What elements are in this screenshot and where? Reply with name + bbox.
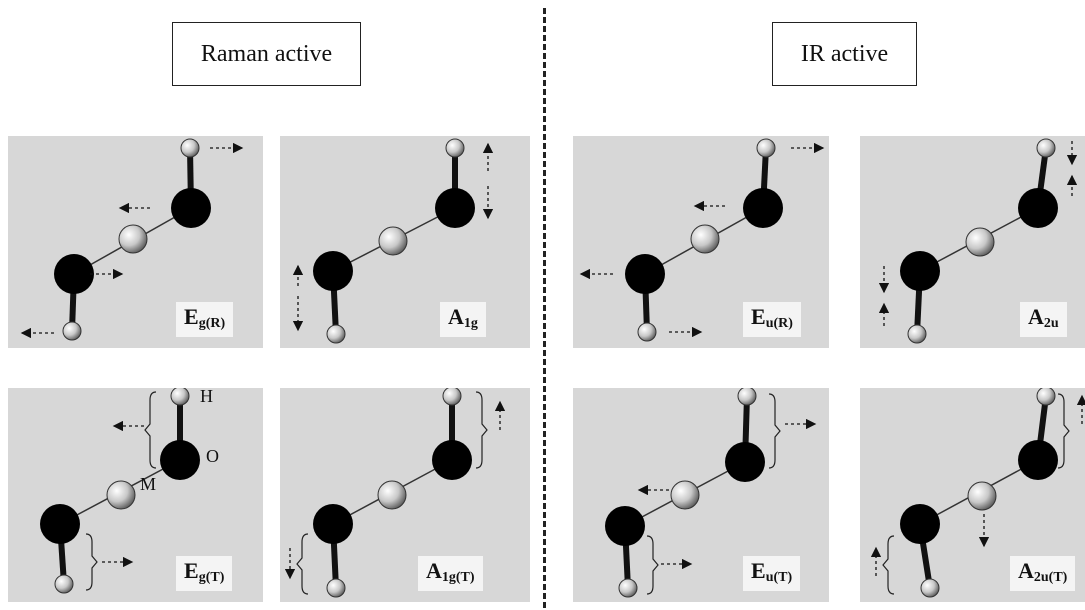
metal-atom [965, 227, 995, 257]
hydrogen-atom [442, 388, 462, 406]
group-bracket [144, 391, 157, 469]
mode-label-sub: 2u(T) [1033, 570, 1068, 585]
mode-label-sub: 1g [463, 316, 478, 331]
mode-panel-eu-t: Eu(T) [573, 388, 829, 602]
hydrogen-atom [445, 138, 465, 158]
molecule-diagram-eu-t [605, 388, 817, 598]
mode-label-eu-t: Eu(T) [743, 556, 801, 591]
molecule-diagram-a2u [878, 138, 1078, 344]
section-divider [543, 8, 546, 608]
hydrogen-atom [907, 324, 927, 344]
oxygen-atom [160, 440, 200, 480]
mode-label-a1g: A1g [440, 302, 486, 337]
mode-panel-eu-r: Eu(R) [573, 136, 829, 348]
oxygen-atom [313, 504, 353, 544]
mode-panel-eg-t: Eg(T) H O M [8, 388, 263, 602]
molecule-diagram-eg-t [40, 388, 200, 594]
mode-panel-eg-r: Eg(R) [8, 136, 263, 348]
ir-title-text: IR active [800, 40, 889, 67]
hydrogen-atom [618, 578, 638, 598]
hydrogen-atom [756, 138, 776, 158]
mode-label-a1g-t: A1g(T) [418, 556, 483, 591]
oxygen-atom [1018, 188, 1058, 228]
mode-label-main: A [1018, 558, 1034, 583]
group-bracket [1057, 393, 1070, 469]
oxygen-atom [900, 251, 940, 291]
mode-label-sub: g(R) [198, 316, 226, 331]
mode-label-a2u: A2u [1020, 302, 1067, 337]
mode-label-main: A [1028, 304, 1044, 329]
hydrogen-atom [54, 574, 74, 594]
molecule-diagram-a1g-t [284, 388, 506, 598]
mode-panel-a2u: A2u [860, 136, 1085, 348]
hydrogen-atom [170, 388, 190, 406]
mode-label-eg-r: Eg(R) [176, 302, 234, 337]
atom-label-h: H [200, 388, 213, 406]
group-bracket [646, 535, 659, 595]
metal-atom [118, 224, 148, 254]
oxygen-atom [1018, 440, 1058, 480]
oxygen-atom [435, 188, 475, 228]
mode-label-eu-r: Eu(R) [743, 302, 801, 337]
group-bracket [85, 533, 98, 591]
mode-label-main: E [184, 304, 199, 329]
mode-label-main: A [426, 558, 442, 583]
group-bracket [882, 535, 895, 595]
mode-label-sub: 2u [1043, 316, 1059, 331]
hydrogen-atom [1036, 388, 1056, 406]
mode-panel-a2u-t: A2u(T) [860, 388, 1085, 602]
group-bracket [475, 391, 488, 469]
oxygen-atom [54, 254, 94, 294]
oxygen-atom [743, 188, 783, 228]
oxygen-atom [605, 506, 645, 546]
mode-label-sub: g(T) [198, 570, 225, 585]
metal-atom [378, 226, 408, 256]
hydrogen-atom [62, 321, 82, 341]
group-bracket [296, 533, 309, 595]
molecule-diagram-eu-r [579, 138, 825, 342]
hydrogen-atom [1036, 138, 1056, 158]
metal-atom [377, 480, 407, 510]
metal-atom [967, 481, 997, 511]
ir-active-title: IR active [772, 22, 917, 86]
hydrogen-atom [180, 138, 200, 158]
oxygen-atom [725, 442, 765, 482]
hydrogen-atom [737, 388, 757, 406]
mode-panel-a1g-t: A1g(T) [280, 388, 530, 602]
metal-atom [670, 480, 700, 510]
oxygen-atom [432, 440, 472, 480]
mode-label-main: E [184, 558, 199, 583]
molecule-diagram-a2u-t [870, 388, 1085, 598]
mode-label-main: A [448, 304, 464, 329]
group-bracket [768, 393, 781, 469]
mode-label-a2u-t: A2u(T) [1010, 556, 1076, 591]
mode-label-eg-t: Eg(T) [176, 556, 233, 591]
oxygen-atom [313, 251, 353, 291]
hydrogen-atom [326, 324, 346, 344]
raman-active-title: Raman active [172, 22, 361, 86]
oxygen-atom [900, 504, 940, 544]
mode-label-main: E [751, 304, 766, 329]
atom-label-m: M [140, 474, 157, 494]
raman-title-text: Raman active [200, 40, 333, 67]
oxygen-atom [40, 504, 80, 544]
molecule-diagram-a1g [292, 138, 494, 344]
hydrogen-atom [920, 578, 940, 598]
metal-atom [106, 480, 136, 510]
mode-label-main: E [751, 558, 766, 583]
atom-label-o: O [206, 446, 219, 466]
mode-label-sub: u(T) [765, 570, 793, 585]
molecule-diagram-eg-r [20, 138, 244, 341]
hydrogen-atom [326, 578, 346, 598]
hydrogen-atom [637, 322, 657, 342]
oxygen-atom [171, 188, 211, 228]
mode-panel-a1g: A1g [280, 136, 530, 348]
oxygen-atom [625, 254, 665, 294]
mode-label-sub: u(R) [765, 316, 793, 331]
metal-atom [690, 224, 720, 254]
mode-label-sub: 1g(T) [441, 570, 475, 585]
